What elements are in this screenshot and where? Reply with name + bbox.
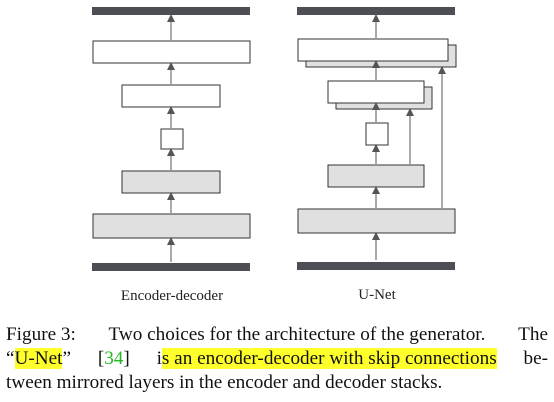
decoder-layer-3 xyxy=(297,38,449,62)
architecture-figure: Encoder-decoder U-Net xyxy=(92,7,457,304)
output-bar xyxy=(297,7,455,15)
encoder-layer-2 xyxy=(121,170,221,194)
decoder-layer-3 xyxy=(92,40,251,64)
encoder-decoder-label: Encoder-decoder xyxy=(121,288,223,304)
caption-line-3-text: tween mirrored layers in the encoder and… xyxy=(6,372,443,393)
decoder-layer-2 xyxy=(121,84,221,108)
caption-sentence-1: Two choices for the architecture of the … xyxy=(108,324,486,345)
input-bar xyxy=(297,262,455,270)
encoder-layer-2 xyxy=(327,164,425,188)
bottleneck-layer xyxy=(160,128,184,150)
figure-caption: Figure 3: Two choices for the architectu… xyxy=(6,323,548,395)
caption-be-dash: be- xyxy=(523,348,548,369)
caption-line-3: tween mirrored layers in the encoder and… xyxy=(6,371,548,395)
skip-connections-highlight: s an encoder-decoder with skip connectio… xyxy=(161,348,497,369)
encoder-decoder-diagram: Encoder-decoder xyxy=(92,7,251,304)
unet-label: U-Net xyxy=(358,287,396,303)
caption-line-1: Figure 3: Two choices for the architectu… xyxy=(6,323,548,347)
caption-the: The xyxy=(518,324,548,345)
input-bar xyxy=(92,263,250,271)
citation[interactable]: [34] xyxy=(98,347,130,371)
caption-line-2: “U-Net” [34] is an encoder-decoder with … xyxy=(6,347,548,371)
open-quote: “ xyxy=(6,348,15,369)
unet-diagram: U-Net xyxy=(297,7,457,303)
caption-unet-term-group: “U-Net” xyxy=(6,347,71,371)
citation-close-bracket: ] xyxy=(123,348,130,369)
close-quote: ” xyxy=(62,348,72,369)
unet-term-highlight: U-Net xyxy=(14,348,63,369)
caption-prefix: Figure 3: xyxy=(6,324,76,345)
citation-number[interactable]: 34 xyxy=(104,348,124,369)
encoder-layer-1 xyxy=(297,208,456,234)
bottleneck-layer xyxy=(365,122,389,146)
is-prefix: i xyxy=(156,348,162,369)
decoder-layer-2 xyxy=(327,80,425,104)
output-bar xyxy=(92,7,250,15)
citation-open-bracket: [ xyxy=(97,348,105,369)
caption-highlight-group: is an encoder-decoder with skip connecti… xyxy=(157,347,497,371)
encoder-layer-1 xyxy=(92,213,251,239)
